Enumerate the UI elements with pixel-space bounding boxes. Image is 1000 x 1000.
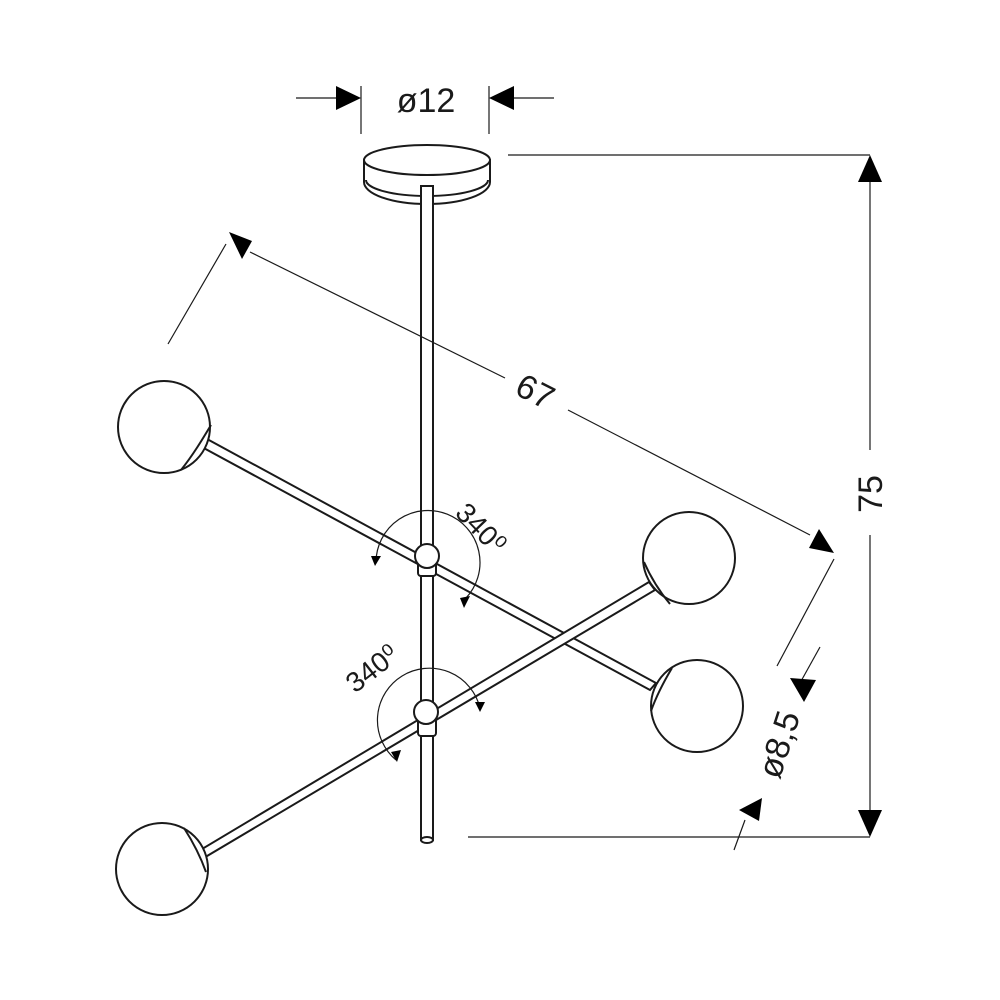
rotation-arrowhead-icon bbox=[460, 596, 470, 608]
total-width-label: 67 bbox=[510, 367, 561, 418]
vertical-stem bbox=[420, 185, 434, 844]
lower-pivot-joint bbox=[413, 699, 439, 737]
rotation-arrowhead-icon bbox=[475, 702, 485, 712]
globe-diameter-label: ø8,5 bbox=[751, 706, 808, 782]
lower-rotation-angle-label: 340⁰ bbox=[340, 638, 405, 698]
rotation-arrowhead-icon bbox=[391, 750, 401, 762]
globe-top-left bbox=[117, 380, 212, 474]
upper-rotation-indicator bbox=[371, 509, 481, 608]
total-height-dimension: 75 bbox=[468, 154, 890, 838]
total-height-label: 75 bbox=[852, 475, 890, 513]
canopy-diameter-dimension: ø12 bbox=[296, 82, 554, 134]
globe-lower-right bbox=[650, 659, 744, 753]
globe-diameter-dimension: ø8,5 bbox=[733, 646, 821, 851]
ceiling-canopy bbox=[363, 144, 491, 205]
globe-bottom-left bbox=[115, 822, 209, 916]
upper-pivot-joint bbox=[414, 543, 440, 577]
upper-rotation-angle-label: 340⁰ bbox=[450, 497, 513, 560]
lower-rotation-indicator bbox=[376, 667, 485, 762]
rotation-arrowhead-icon bbox=[371, 556, 381, 566]
globe-mid-right bbox=[642, 511, 736, 605]
canopy-diameter-label: ø12 bbox=[397, 82, 456, 120]
